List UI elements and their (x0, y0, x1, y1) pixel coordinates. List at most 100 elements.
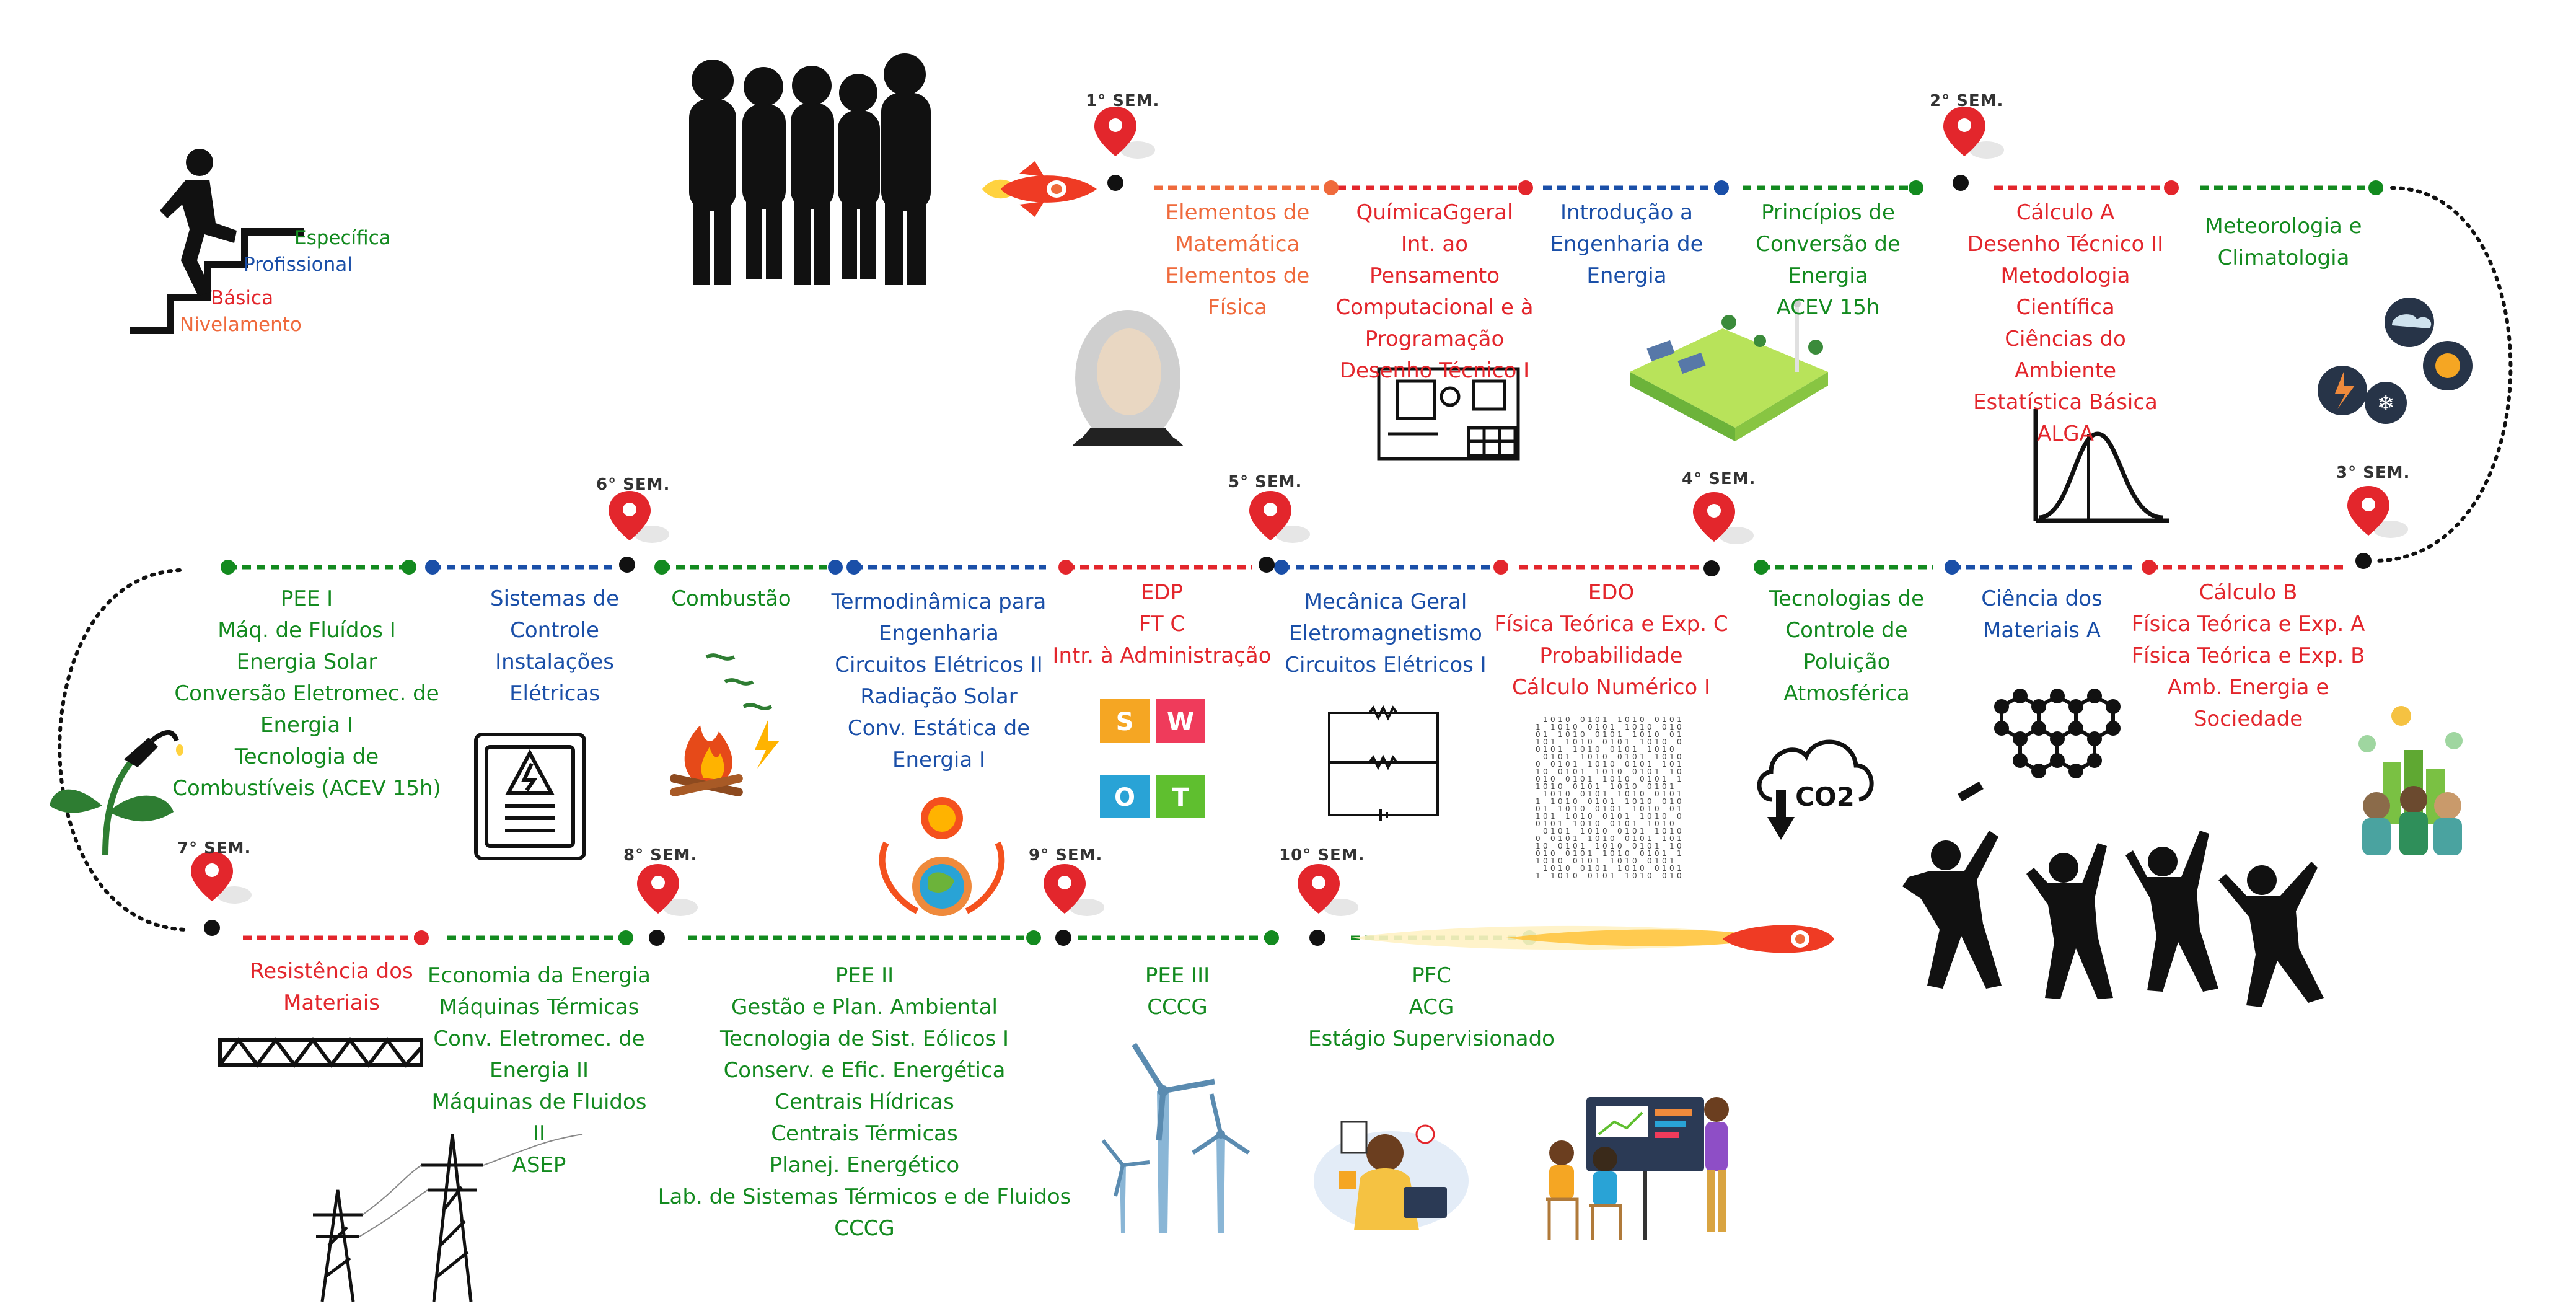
svg-text:1: 1 (1595, 782, 1600, 791)
svg-text:0: 0 (1655, 864, 1659, 873)
svg-text:0: 0 (1669, 790, 1674, 798)
svg-text:0: 0 (1677, 752, 1682, 761)
svg-text:0: 0 (1602, 842, 1607, 850)
svg-text:0: 0 (1550, 819, 1555, 828)
svg-text:0: 0 (1558, 723, 1563, 731)
svg-text:1: 1 (1580, 857, 1585, 865)
svg-text:0: 0 (1647, 723, 1652, 731)
svg-text:0: 0 (1625, 790, 1630, 798)
svg-text:0: 0 (1617, 857, 1622, 865)
svg-text:0: 0 (1550, 760, 1555, 769)
svg-text:0: 0 (1595, 805, 1600, 813)
svg-text:1: 1 (1550, 827, 1555, 836)
subject-s1-nivelamento: Elementos de Matemática Elementos de Fís… (1165, 200, 1310, 320)
svg-text:0: 0 (1617, 767, 1622, 776)
svg-text:1: 1 (1536, 782, 1541, 791)
svg-text:1: 1 (1677, 790, 1682, 798)
svg-text:1: 1 (1669, 857, 1674, 865)
svg-text:1: 1 (1625, 797, 1630, 806)
svg-text:0: 0 (1580, 819, 1585, 828)
svg-text:0: 0 (1662, 797, 1667, 806)
sustainability-people-icon (2358, 706, 2463, 855)
svg-text:1: 1 (1655, 812, 1659, 821)
svg-text:1: 1 (1632, 834, 1637, 843)
svg-text:0: 0 (1573, 842, 1578, 850)
svg-text:1: 1 (1588, 745, 1593, 754)
svg-text:0: 0 (1573, 767, 1578, 776)
svg-text:0: 0 (1565, 834, 1570, 843)
svg-text:0: 0 (1655, 819, 1659, 828)
svg-text:1: 1 (1647, 805, 1652, 813)
subject-s2-especifica: Meteorologia e Climatologia (2205, 214, 2362, 270)
svg-text:1: 1 (1662, 775, 1667, 783)
svg-text:1: 1 (1662, 834, 1667, 843)
semester-label: 6° SEM. (596, 475, 670, 494)
svg-text:0: 0 (1625, 775, 1630, 783)
subject-s6-especifica-combustao: Combustão (671, 586, 791, 611)
svg-text:0: 0 (1632, 752, 1637, 761)
svg-text:0: 0 (1580, 864, 1585, 873)
binary-code-icon: 1010010110100101111010010110100101011010… (1536, 715, 1682, 880)
svg-text:0: 0 (1595, 864, 1600, 873)
svg-text:0: 0 (1602, 767, 1607, 776)
svg-text:1: 1 (1617, 805, 1622, 813)
svg-text:0: 0 (1536, 849, 1541, 858)
svg-text:0: 0 (1550, 790, 1555, 798)
svg-text:1: 1 (1595, 723, 1600, 731)
subject-s10-especifica: PFC ACG Estágio Supervisionado (1308, 963, 1555, 1051)
svg-text:1: 1 (1550, 871, 1555, 880)
svg-text:0: 0 (1573, 812, 1578, 821)
svg-text:1: 1 (1625, 857, 1630, 865)
svg-text:1: 1 (1602, 790, 1607, 798)
svg-text:0: 0 (1558, 752, 1563, 761)
svg-text:0: 0 (1662, 752, 1667, 761)
svg-text:0: 0 (1543, 827, 1548, 836)
svg-text:1: 1 (1573, 834, 1578, 843)
people-group-icon (689, 53, 931, 285)
svg-text:0: 0 (1565, 730, 1570, 739)
svg-text:1: 1 (1558, 760, 1563, 769)
svg-text:0: 0 (1565, 805, 1570, 813)
svg-text:0: 0 (1669, 730, 1674, 739)
svg-text:0: 0 (1595, 730, 1600, 739)
svg-text:0: 0 (1669, 760, 1674, 769)
svg-text:1: 1 (1602, 760, 1607, 769)
svg-text:0: 0 (1580, 775, 1585, 783)
svg-text:1: 1 (1632, 730, 1637, 739)
svg-text:0: 0 (1550, 849, 1555, 858)
svg-text:0: 0 (1625, 864, 1630, 873)
rocket-icon (1351, 925, 1834, 953)
svg-text:1: 1 (1610, 782, 1615, 791)
semester-label: 1° SEM. (1086, 92, 1160, 110)
svg-text:1: 1 (1625, 827, 1630, 836)
svg-text:0: 0 (1565, 715, 1570, 724)
svg-text:0: 0 (1565, 849, 1570, 858)
swot-s-label: S (1116, 708, 1134, 736)
svg-text:1: 1 (1602, 849, 1607, 858)
swot-t-label: T (1172, 783, 1189, 812)
svg-text:0: 0 (1669, 715, 1674, 724)
svg-text:0: 0 (1677, 812, 1682, 821)
curve-right (2372, 186, 2513, 563)
svg-text:1: 1 (1565, 812, 1570, 821)
circuit-icon (1328, 705, 1439, 821)
svg-text:1: 1 (1625, 782, 1630, 791)
svg-text:1: 1 (1558, 819, 1563, 828)
svg-text:1: 1 (1632, 760, 1637, 769)
svg-text:0: 0 (1550, 745, 1555, 754)
svg-text:0: 0 (1632, 782, 1637, 791)
svg-text:1: 1 (1580, 842, 1585, 850)
svg-text:1: 1 (1536, 738, 1541, 746)
swot-o-label: O (1114, 783, 1135, 812)
svg-text:1: 1 (1669, 752, 1674, 761)
svg-text:0: 0 (1543, 752, 1548, 761)
svg-text:1: 1 (1543, 790, 1548, 798)
svg-text:0: 0 (1610, 745, 1615, 754)
svg-text:0: 0 (1610, 819, 1615, 828)
legend-profissional: Profissional (244, 254, 353, 276)
svg-text:0: 0 (1558, 871, 1563, 880)
svg-text:1: 1 (1677, 775, 1682, 783)
svg-text:0: 0 (1573, 857, 1578, 865)
svg-text:0: 0 (1617, 782, 1622, 791)
